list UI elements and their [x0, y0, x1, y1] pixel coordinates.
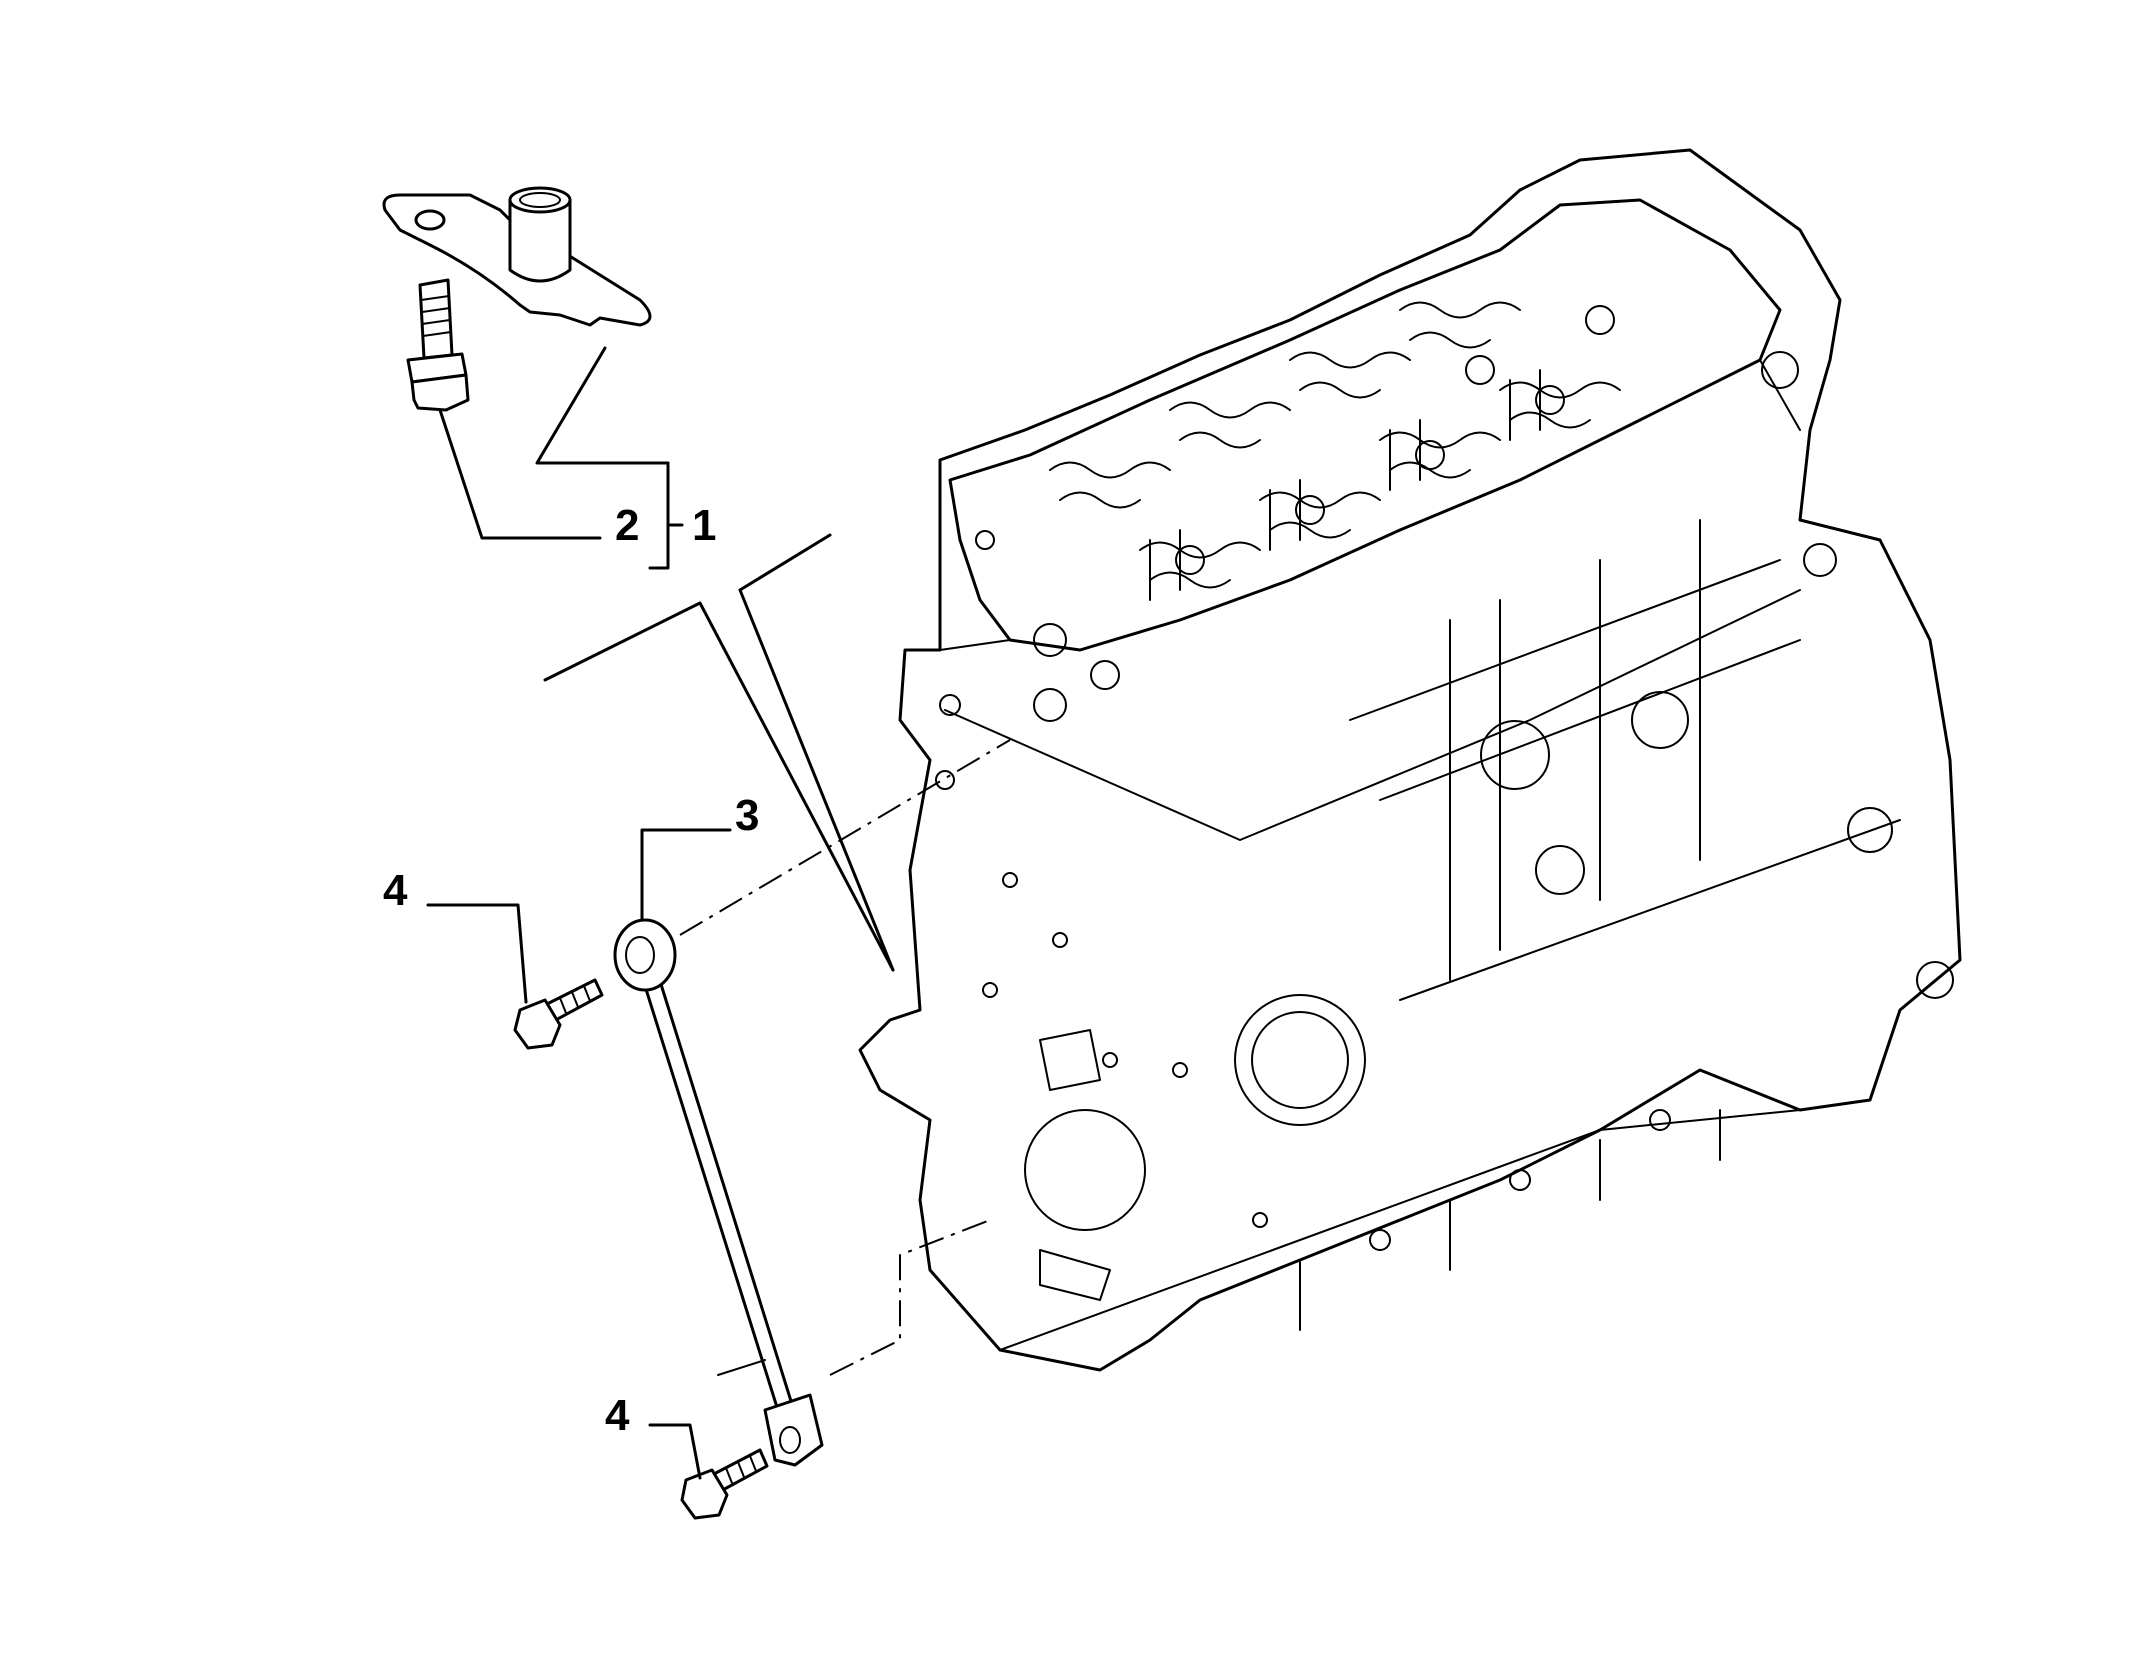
callout-4-upper: 4 [383, 866, 408, 915]
callout-1: 1 [692, 501, 716, 550]
rod-bolt-lower [680, 1448, 769, 1520]
support-rod [613, 918, 824, 1467]
engine-block [858, 148, 1962, 1372]
block-mounting-holes [935, 351, 1954, 1228]
bracket-bolt [406, 278, 470, 412]
callout-4-lower: 4 [605, 1391, 630, 1440]
rod-bolt-upper [513, 978, 604, 1050]
callout-labels: 1 2 3 4 4 [383, 501, 759, 1440]
callout-2: 2 [615, 501, 639, 550]
oil-sensor-bracket [382, 186, 652, 327]
valve-train [1049, 301, 1621, 601]
callout-3: 3 [735, 791, 759, 840]
leader-lines [426, 346, 1011, 1480]
